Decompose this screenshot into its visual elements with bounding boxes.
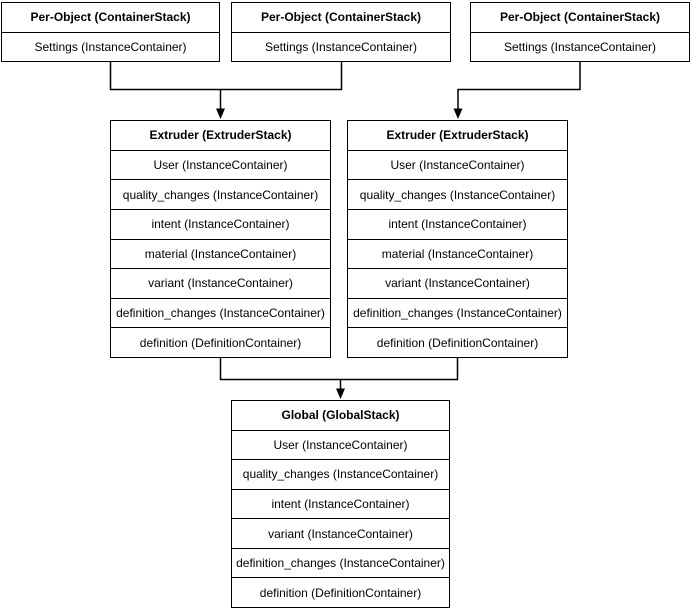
node-per-object-stack-1: Per-Object (ContainerStack) Settings (In…: [1, 2, 220, 62]
arrowhead-global-icon: [336, 388, 345, 399]
container-row: User (InstanceContainer): [232, 429, 449, 460]
node-title: Global (GlobalStack): [281, 408, 400, 423]
node-title: Extruder (ExtruderStack): [386, 128, 529, 143]
arrowhead-extruder-right-icon: [453, 108, 463, 119]
container-row: definition (DefinitionContainer): [111, 327, 330, 357]
container-row: definition_changes (InstanceContainer): [348, 297, 567, 328]
container-row: material (InstanceContainer): [348, 238, 567, 269]
node-global-stack: Global (GlobalStack) User (InstanceConta…: [231, 400, 450, 608]
container-row: quality_changes (InstanceContainer): [348, 179, 567, 209]
node-title: Per-Object (ContainerStack): [30, 10, 191, 25]
container-row: Settings (InstanceContainer): [471, 31, 689, 62]
container-row: Settings (InstanceContainer): [232, 31, 450, 62]
container-row: variant (InstanceContainer): [348, 268, 567, 298]
container-row: variant (InstanceContainer): [232, 518, 449, 548]
container-row: intent (InstanceContainer): [232, 488, 449, 519]
container-row: definition (DefinitionContainer): [348, 327, 567, 357]
container-row: intent (InstanceContainer): [348, 208, 567, 239]
container-row: quality_changes (InstanceContainer): [111, 179, 330, 209]
connector-perobject12-join: [109, 62, 343, 91]
container-row: definition (DefinitionContainer): [232, 577, 449, 607]
container-row: variant (InstanceContainer): [111, 268, 330, 298]
container-row: definition_changes (InstanceContainer): [111, 297, 330, 328]
container-row: quality_changes (InstanceContainer): [232, 459, 449, 489]
container-row: material (InstanceContainer): [111, 238, 330, 269]
node-per-object-stack-2: Per-Object (ContainerStack) Settings (In…: [231, 2, 451, 62]
node-title: Per-Object (ContainerStack): [260, 10, 422, 25]
container-row: Settings (InstanceContainer): [2, 31, 219, 62]
node-per-object-stack-3: Per-Object (ContainerStack) Settings (In…: [470, 2, 690, 62]
container-row: User (InstanceContainer): [348, 149, 567, 180]
arrowhead-extruder-left-icon: [216, 108, 225, 119]
connector-extruders-join: [219, 358, 459, 381]
node-extruder-stack-left: Extruder (ExtruderStack) User (InstanceC…: [110, 120, 331, 358]
node-title: Extruder (ExtruderStack): [149, 128, 292, 143]
node-title: Per-Object (ContainerStack): [499, 10, 661, 25]
container-row: definition_changes (InstanceContainer): [232, 547, 449, 578]
connector-perobject3-elbow: [457, 62, 581, 110]
container-row: User (InstanceContainer): [111, 149, 330, 180]
container-row: intent (InstanceContainer): [111, 208, 330, 239]
node-extruder-stack-right: Extruder (ExtruderStack) User (InstanceC…: [347, 120, 568, 358]
